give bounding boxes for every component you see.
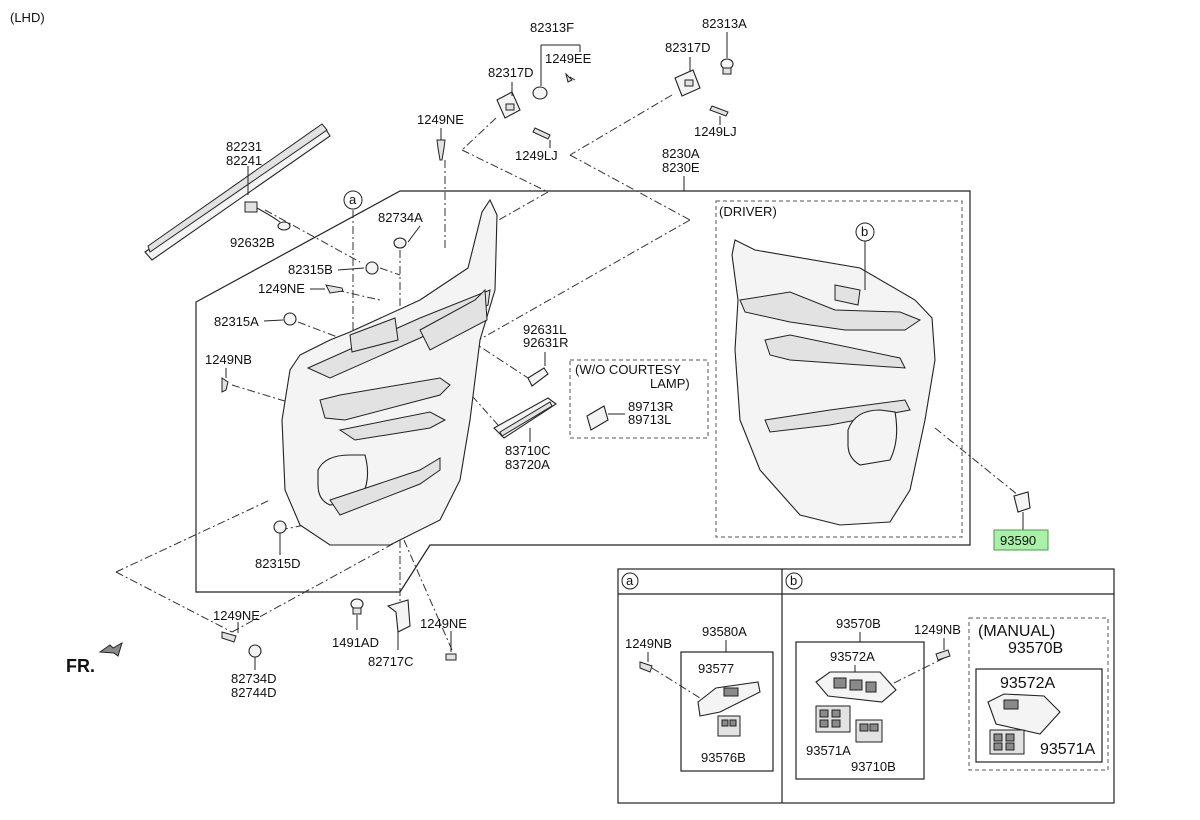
bracket-89713 xyxy=(586,405,625,431)
courtesy-variant-box xyxy=(569,359,709,439)
label-92632B: 92632B xyxy=(230,235,275,250)
label-1249NB-b: 1249NB xyxy=(914,622,961,637)
switch-block-93571A xyxy=(815,705,851,733)
harness-92632B xyxy=(244,201,291,231)
switch-block-93571A-manual xyxy=(989,729,1025,755)
label-1249NB-left: 1249NB xyxy=(205,352,252,367)
screw-1249NE-top xyxy=(436,128,446,161)
label-8230E: 8230E xyxy=(662,160,700,175)
label-93580A: 93580A xyxy=(702,624,747,639)
label-82734A: 82734A xyxy=(378,210,423,225)
label-1249EE: 1249EE xyxy=(545,51,592,66)
label-82315D: 82315D xyxy=(255,556,301,571)
driver-door-trim-panel xyxy=(731,239,936,526)
clip-82315A xyxy=(263,312,297,326)
screw-1249NE-bm xyxy=(445,631,457,661)
label-93590: 93590 xyxy=(1000,533,1036,548)
label-1249NE-bl: 1249NE xyxy=(213,608,260,623)
label-93570B: 93570B xyxy=(836,616,881,631)
manual-variant-box xyxy=(968,617,1109,771)
label-89713L: 89713L xyxy=(628,412,671,427)
label-1249NE-bm: 1249NE xyxy=(420,616,467,631)
variant-label: (LHD) xyxy=(10,10,45,25)
label-92631R: 92631R xyxy=(523,335,569,350)
courtesy-note-line2: LAMP) xyxy=(650,376,690,391)
switch-93710B xyxy=(855,719,883,743)
label-82241: 82241 xyxy=(226,153,262,168)
manual-note: (MANUAL) xyxy=(978,623,1055,640)
switch-93590 xyxy=(1013,491,1031,530)
plug-82734A xyxy=(393,225,421,249)
clip-82315D xyxy=(273,520,287,555)
clip-1491AD xyxy=(350,598,364,630)
label-93571A: 93571A xyxy=(806,743,851,758)
driver-variant-box xyxy=(715,200,963,538)
bracket-82717C xyxy=(386,599,411,650)
callout-a-text: a xyxy=(349,192,357,207)
label-82744D: 82744D xyxy=(231,685,277,700)
highlight-93590[interactable] xyxy=(993,529,1049,551)
label-1249LJ-right: 1249LJ xyxy=(694,124,737,139)
bracket-92631 xyxy=(527,352,549,387)
main-assembly-frame xyxy=(195,190,971,593)
callout-a xyxy=(343,190,363,210)
box-93570B xyxy=(795,641,925,780)
switch-panel-93572A-manual xyxy=(987,693,1061,735)
switch-panel-93577 xyxy=(697,681,761,717)
driver-note: (DRIVER) xyxy=(719,204,777,219)
callout-b-driver-text: b xyxy=(861,224,868,239)
label-82313F: 82313F xyxy=(530,20,574,35)
front-arrow-icon xyxy=(98,641,123,657)
box-93570B-manual xyxy=(975,668,1103,763)
door-belt-moulding xyxy=(144,123,331,261)
screw-1249NB-b xyxy=(935,649,951,661)
label-93572A: 93572A xyxy=(830,649,875,664)
screw-1249NE-mid xyxy=(310,284,344,294)
callout-a-inset xyxy=(621,572,639,590)
grip-83710C xyxy=(493,397,557,442)
label-83720A: 83720A xyxy=(505,457,550,472)
switch-panel-93572A xyxy=(815,671,897,703)
label-1249LJ-left: 1249LJ xyxy=(515,148,558,163)
label-82231: 82231 xyxy=(226,139,262,154)
label-83710C: 83710C xyxy=(505,443,551,458)
switch-93576B xyxy=(717,715,741,737)
label-89713R: 89713R xyxy=(628,399,674,414)
label-82717C: 82717C xyxy=(368,654,414,669)
front-direction-label: FR. xyxy=(66,656,95,676)
label-93710B: 93710B xyxy=(851,759,896,774)
label-1249NE-mid: 1249NE xyxy=(258,281,305,296)
label-93570B-manual: 93570B xyxy=(1008,640,1063,657)
label-82317D-left: 82317D xyxy=(488,65,534,80)
label-93576B: 93576B xyxy=(701,750,746,765)
label-1491AD: 1491AD xyxy=(332,635,379,650)
plug-82734D xyxy=(248,644,262,670)
inset-panel xyxy=(617,568,1115,804)
label-82734D: 82734D xyxy=(231,671,277,686)
bracket-82317D-right xyxy=(674,32,734,125)
courtesy-note-line1: (W/O COURTESY xyxy=(575,362,681,377)
clip-82315B xyxy=(337,261,379,275)
door-trim-panel xyxy=(281,198,498,546)
screw-1249NB-a xyxy=(639,661,653,673)
bracket-82317D-left xyxy=(496,44,581,148)
callout-a-inset-text: a xyxy=(626,573,634,588)
label-82315A: 82315A xyxy=(214,314,259,329)
label-82317D-right: 82317D xyxy=(665,40,711,55)
label-82315B: 82315B xyxy=(288,262,333,277)
label-92631L: 92631L xyxy=(523,322,566,337)
label-93571A-manual: 93571A xyxy=(1040,741,1095,758)
label-1249NB-a: 1249NB xyxy=(625,636,672,651)
label-93577: 93577 xyxy=(698,661,734,676)
label-8230A: 8230A xyxy=(662,146,700,161)
box-93580A xyxy=(680,651,774,772)
label-82313A: 82313A xyxy=(702,16,747,31)
screw-1249NE-bl xyxy=(221,622,239,643)
screw-1249NB-left xyxy=(221,368,229,393)
callout-b-inset-text: b xyxy=(790,573,797,588)
label-1249NE-top: 1249NE xyxy=(417,112,464,127)
label-93572A-manual: 93572A xyxy=(1000,675,1055,692)
callout-b-inset xyxy=(785,572,803,590)
